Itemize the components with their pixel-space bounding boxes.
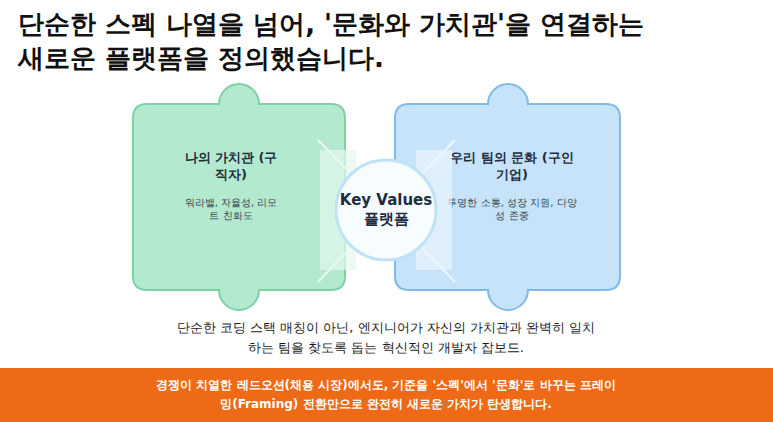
caption-text: 단순한 코딩 스택 매칭이 아닌, 엔지니어가 자신의 가치관과 완벽히 일치하… xyxy=(176,318,596,357)
highlight-band-outline xyxy=(0,368,773,422)
piece-heading: 나의 가치관 (구직자) xyxy=(181,150,281,184)
piece-body: 투명한 소통, 성장 지원, 다양성 존중 xyxy=(447,196,577,222)
piece-heading: 우리 팀의 문화 (구인 기업) xyxy=(447,150,577,184)
band-text: 경쟁이 치열한 레드오션(채용 시장)에서도, 기준을 '스펙'에서 '문화'로… xyxy=(156,376,616,413)
puzzle-piece: 나의 가치관 (구직자) 워라밸, 자율성, 리모트 친화도 xyxy=(133,104,345,290)
center-circle: Key Values 플랫폼 xyxy=(334,158,438,262)
highlight-band: 경쟁이 치열한 레드오션(채용 시장)에서도, 기준을 '스펙'에서 '문화'로… xyxy=(0,368,773,422)
circle-label: Key Values 플랫폼 xyxy=(338,191,434,229)
title-text: 단순한 스펙 나열을 넘어, '문화와 가치관'을 연결하는 새로운 플랫폼을 … xyxy=(18,8,658,76)
piece-body: 워라밸, 자율성, 리모트 친화도 xyxy=(181,196,281,222)
